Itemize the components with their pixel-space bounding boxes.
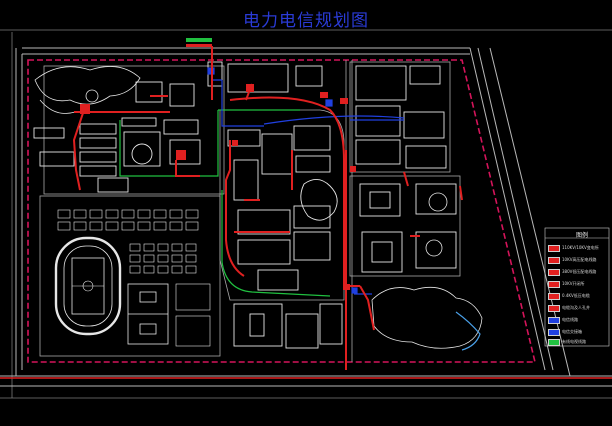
legend-item: 380V低压配电线路 [548,267,608,277]
legend-label: 电信交接箱 [562,329,582,334]
campus-boundary [27,59,537,363]
legend-swatch [548,329,560,336]
legend-item: 电缆沟及人孔井 [548,303,608,313]
drawing-frame [0,29,612,399]
dormitory-blocks [57,209,211,347]
north-garden [34,66,141,114]
legend-item: 有线电视线路 [548,337,608,347]
central-lake [300,179,338,221]
legend-item: 10KV开闭所 [548,279,608,289]
legend-label: 10KV开闭所 [562,281,585,286]
legend-swatch [548,305,560,312]
legend-label: 电缆沟及人孔井 [562,305,590,310]
legend-label: 380V低压配电线路 [562,269,597,274]
legend-label: 有线电视线路 [562,339,586,344]
legend-item: 电信交接箱 [548,327,608,337]
substations [80,84,356,290]
legend-item: 电信线路 [548,315,608,325]
power-lines [72,44,463,370]
legend-label: 0.4KV低压电缆 [562,293,590,298]
cable-tv-lines [119,38,331,297]
road-network [0,47,612,387]
legend-swatch [548,281,560,288]
legend-item: 0.4KV低压电缆 [548,291,608,301]
water-channel [455,311,481,351]
legend-label: 110KV/10KV变电所 [562,245,599,250]
legend-item: 10KV高压配电线路 [548,255,608,265]
sports-stadium [54,236,122,336]
legend-swatch [548,245,560,252]
sports-courts [127,283,169,345]
legend-item: 110KV/10KV变电所 [548,243,608,253]
legend-swatch [548,293,560,300]
drawing-title: 电力电信规划图 [243,11,369,31]
telecom-lines [207,46,405,295]
legend-frame [544,227,610,347]
legend-swatch [548,317,560,324]
east-garden [371,192,483,349]
legend-label: 电信线路 [562,317,578,322]
legend-swatch [548,269,560,276]
buildings [33,61,457,349]
legend-label: 10KV高压配电线路 [562,257,597,262]
legend-swatch [548,339,560,346]
legend-swatch [548,257,560,264]
legend-header: 图例 [576,232,589,239]
